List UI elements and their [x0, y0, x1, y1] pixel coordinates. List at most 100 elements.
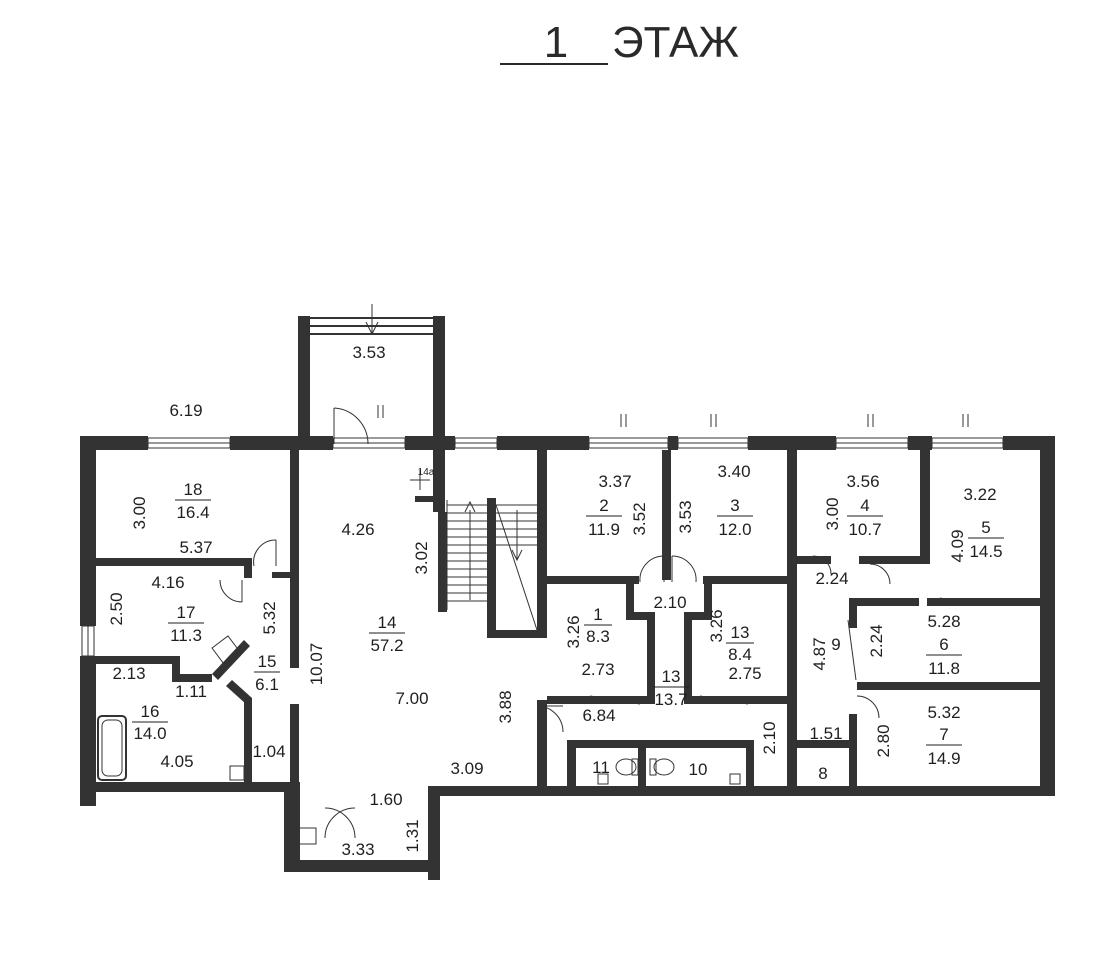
svg-text:2: 2	[599, 496, 608, 515]
svg-text:4.26: 4.26	[341, 520, 374, 539]
svg-text:2.24: 2.24	[867, 624, 886, 657]
svg-text:1.31: 1.31	[403, 819, 422, 852]
svg-text:3.09: 3.09	[450, 759, 483, 778]
svg-text:3.26: 3.26	[564, 615, 583, 648]
svg-text:5: 5	[981, 518, 990, 537]
room-8-label: 8	[818, 764, 827, 783]
room-6-label: 6 11.8	[926, 635, 962, 678]
svg-text:3.40: 3.40	[717, 462, 750, 481]
svg-text:4.87: 4.87	[810, 637, 829, 670]
svg-text:10.07: 10.07	[307, 643, 326, 686]
room-7-label: 7 14.9	[926, 725, 962, 768]
svg-text:3: 3	[730, 496, 739, 515]
toilet-icon-2	[653, 758, 675, 776]
svg-text:15: 15	[258, 652, 277, 671]
svg-text:10.7: 10.7	[848, 520, 881, 539]
svg-text:14.9: 14.9	[927, 749, 960, 768]
room-15-label: 15 6.1	[254, 652, 280, 694]
svg-text:16.4: 16.4	[176, 503, 209, 522]
dimension-labels: 3.53 6.19 3.00 5.37 4.16 2.50 5.32 2.13 …	[107, 343, 997, 859]
svg-text:4.16: 4.16	[151, 573, 184, 592]
svg-text:4: 4	[860, 496, 869, 515]
svg-text:3.33: 3.33	[341, 840, 374, 859]
svg-text:6: 6	[939, 635, 948, 654]
svg-text:7.00: 7.00	[395, 689, 428, 708]
fixtures	[97, 635, 741, 845]
room-5-label: 5 14.5	[968, 518, 1004, 561]
svg-text:2.80: 2.80	[874, 724, 893, 757]
svg-text:6.19: 6.19	[169, 401, 202, 420]
svg-text:13: 13	[662, 667, 681, 686]
svg-text:14.5: 14.5	[969, 542, 1002, 561]
svg-text:16: 16	[141, 702, 160, 721]
svg-text:5.28: 5.28	[927, 612, 960, 631]
floor-word: ЭТАЖ	[612, 18, 739, 67]
windows	[81, 405, 1004, 657]
room-16-label: 16 14.0	[132, 702, 168, 743]
svg-text:1.04: 1.04	[252, 742, 285, 761]
svg-text:8.4: 8.4	[728, 645, 752, 664]
svg-text:3.52: 3.52	[630, 502, 649, 535]
room-1-label: 1 8.3	[584, 605, 612, 646]
svg-text:57.2: 57.2	[370, 636, 403, 655]
room-14-label: 14 57.2	[369, 613, 405, 655]
svg-text:3.53: 3.53	[352, 343, 385, 362]
svg-text:17: 17	[177, 603, 196, 622]
svg-text:2.10: 2.10	[760, 721, 779, 754]
room-labels: 18 16.4 17 11.3 16 14.0 15 6.1 14 57.2 2…	[132, 467, 1004, 783]
exterior-walls	[80, 316, 1055, 880]
bathtub-icon	[97, 715, 127, 781]
svg-text:11.8: 11.8	[928, 659, 960, 678]
room-10-label: 10	[689, 760, 708, 779]
svg-text:2.10: 2.10	[653, 593, 686, 612]
svg-text:11.3: 11.3	[170, 626, 202, 645]
svg-text:5.32: 5.32	[927, 703, 960, 722]
svg-text:3.26: 3.26	[707, 609, 726, 642]
svg-text:18: 18	[184, 480, 203, 499]
room-11-label: 11	[592, 758, 610, 777]
svg-text:3.22: 3.22	[963, 485, 996, 504]
svg-text:1.60: 1.60	[369, 790, 402, 809]
svg-text:3.53: 3.53	[676, 500, 695, 533]
svg-text:5.32: 5.32	[260, 601, 279, 634]
svg-text:3.02: 3.02	[412, 541, 431, 574]
svg-text:3.00: 3.00	[130, 496, 149, 529]
svg-text:2.13: 2.13	[112, 664, 145, 683]
svg-text:2.75: 2.75	[728, 664, 761, 683]
floor-title: 1 ЭТАЖ	[500, 18, 739, 67]
svg-text:14.0: 14.0	[133, 724, 166, 743]
svg-text:13: 13	[731, 623, 750, 642]
svg-text:3.88: 3.88	[496, 690, 515, 723]
room-3-label: 3 12.0	[717, 496, 753, 539]
svg-text:8.3: 8.3	[586, 627, 610, 646]
svg-text:3.37: 3.37	[598, 472, 631, 491]
floor-number: 1	[544, 18, 568, 67]
svg-text:1.51: 1.51	[809, 724, 842, 743]
room-13b-label: 13 13.7	[653, 667, 689, 709]
svg-text:13.7: 13.7	[654, 690, 687, 709]
svg-text:4.09: 4.09	[948, 529, 967, 562]
svg-text:2.24: 2.24	[815, 569, 848, 588]
svg-text:3.00: 3.00	[823, 497, 842, 530]
room-17-label: 17 11.3	[168, 603, 204, 645]
svg-text:3.56: 3.56	[846, 472, 879, 491]
svg-text:2.50: 2.50	[107, 592, 126, 625]
svg-text:6.1: 6.1	[255, 675, 279, 694]
doors	[219, 304, 967, 839]
sink-icon-2	[297, 827, 317, 845]
svg-text:11.9: 11.9	[588, 520, 620, 539]
shower-icon	[211, 635, 241, 665]
svg-text:1: 1	[593, 605, 602, 624]
svg-text:5.37: 5.37	[179, 538, 212, 557]
toilet-icon	[615, 758, 637, 776]
room-13a-label: 13 8.4	[726, 623, 754, 664]
room-2-label: 2 11.9	[586, 496, 622, 539]
sink-icon-3	[597, 773, 609, 785]
svg-text:12.0: 12.0	[718, 520, 751, 539]
room-18-label: 18 16.4	[175, 480, 211, 522]
svg-text:2.73: 2.73	[581, 660, 614, 679]
room-4-label: 4 10.7	[847, 496, 883, 539]
svg-text:1.11: 1.11	[175, 682, 207, 701]
svg-text:14: 14	[378, 613, 397, 632]
